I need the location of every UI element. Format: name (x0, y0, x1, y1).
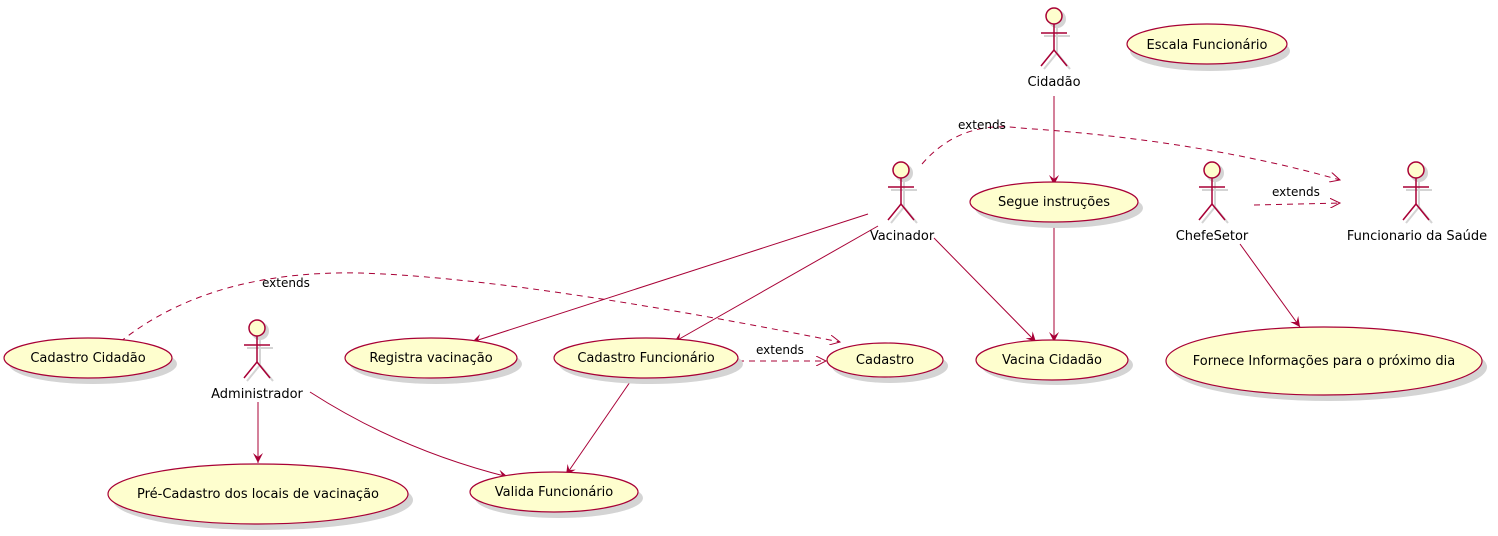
use-case-cadastro[interactable]: Cadastro (826, 342, 948, 383)
edge-extends-vacinador-funcionario (921, 126, 1340, 180)
edge-vacinador-cadastro-funcionario (673, 225, 879, 343)
extends-label-cadastro-cidadao: extends (262, 276, 310, 290)
stick-figure-icon (243, 319, 271, 379)
extends-label-vacinador: extends (958, 118, 1006, 132)
actor-label: Vacinador (870, 229, 935, 244)
use-case-label: Cadastro (856, 353, 914, 368)
edge-vacinador-registra (471, 213, 869, 344)
use-case-cadastro-funcionario[interactable]: Cadastro Funcionário (553, 337, 743, 384)
use-case-label: Fornece Informações para o próximo dia (1193, 354, 1455, 369)
use-case-fornece-informacoes[interactable]: Fornece Informações para o próximo dia (1165, 326, 1487, 401)
use-case-escala-funcionario[interactable]: Escala Funcionário (1126, 23, 1290, 71)
actor-funcionario-saude[interactable]: Funcionario da Saúde (1347, 161, 1487, 244)
use-case-label: Cadastro Funcionário (577, 351, 714, 366)
use-case-label: Valida Funcionário (495, 485, 614, 500)
actor-cidadao[interactable]: Cidadão (1027, 7, 1081, 90)
edge-admin-valida (309, 391, 509, 480)
stick-figure-icon (1040, 7, 1068, 67)
use-case-valida-funcionario[interactable]: Valida Funcionário (469, 471, 643, 518)
actor-chefe-setor[interactable]: ChefeSetor (1176, 161, 1249, 244)
edge-vacinador-vacina (933, 237, 1037, 343)
edge-extends-cadastro-cidadao (119, 272, 840, 342)
associations (253, 96, 1301, 480)
extends-label-chefe: extends (1272, 185, 1320, 199)
edge-chefe-fornece (1239, 243, 1301, 328)
stick-figure-icon (887, 161, 915, 221)
use-case-label: Segue instruções (998, 195, 1110, 210)
actor-label: ChefeSetor (1176, 229, 1249, 244)
actor-vacinador[interactable]: Vacinador (870, 161, 935, 244)
use-case-label: Registra vacinação (369, 351, 492, 366)
use-case-label: Vacina Cidadão (1002, 353, 1102, 368)
extends-relations (119, 126, 1340, 361)
stick-figure-icon (1198, 161, 1226, 221)
use-case-registra-vacinacao[interactable]: Registra vacinação (344, 337, 522, 384)
edge-extends-chefe-funcionario (1253, 203, 1340, 205)
actor-label: Funcionario da Saúde (1347, 229, 1487, 244)
actor-label: Cidadão (1027, 75, 1080, 90)
actor-administrador[interactable]: Administrador (211, 319, 304, 402)
stick-figure-icon (1402, 161, 1430, 221)
use-case-label: Escala Funcionário (1147, 38, 1268, 53)
use-case-segue-instrucoes[interactable]: Segue instruções (969, 181, 1143, 228)
actor-label: Administrador (211, 387, 303, 402)
use-case-pre-cadastro[interactable]: Pré-Cadastro dos locais de vacinação (107, 463, 413, 530)
use-case-label: Pré-Cadastro dos locais de vacinação (137, 487, 379, 502)
edge-cadfunc-valida (565, 381, 631, 476)
use-case-vacina-cidadao[interactable]: Vacina Cidadão (975, 339, 1133, 385)
use-case-label: Cadastro Cidadão (30, 351, 145, 366)
use-case-cadastro-cidadao[interactable]: Cadastro Cidadão (3, 337, 177, 384)
extends-label-cadastro-funcionario: extends (756, 343, 804, 357)
